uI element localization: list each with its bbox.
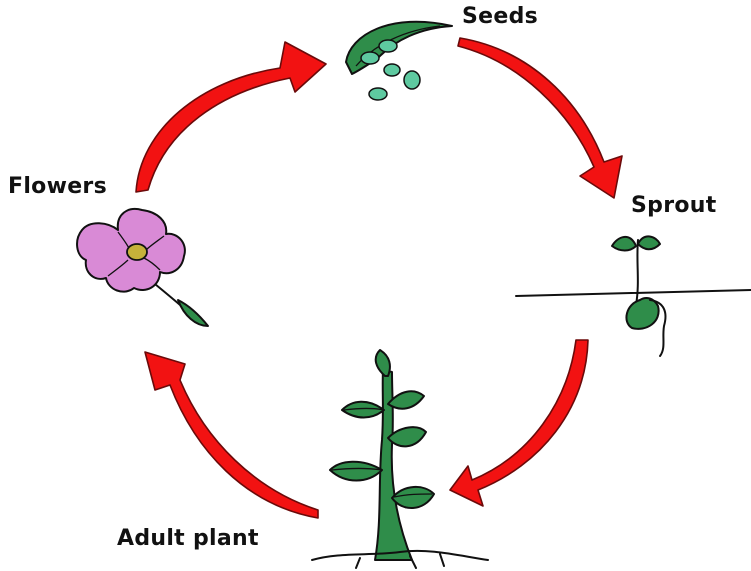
seed-pod-illustration (346, 22, 452, 100)
seed (384, 64, 400, 76)
plant-leaf (330, 462, 382, 481)
plant-leaf (392, 487, 434, 508)
sprout-seed (626, 298, 658, 329)
label-seeds: Seeds (462, 4, 538, 29)
label-sprout: Sprout (631, 193, 717, 218)
sprout-illustration (516, 236, 751, 356)
seed (404, 71, 420, 89)
plant-leaf (388, 391, 424, 408)
flower-illustration (77, 209, 208, 326)
label-adult-plant: Adult plant (117, 526, 259, 551)
seed (369, 88, 387, 100)
soil-line (516, 290, 751, 296)
adult-plant-illustration (312, 350, 488, 568)
arrow-seeds-to-sprout (458, 38, 622, 198)
arrow-sprout-to-adult (450, 340, 588, 506)
sprout-leaf (612, 237, 636, 251)
seed (361, 52, 379, 64)
arrow-flowers-to-seeds (136, 42, 326, 192)
plant-leaf (376, 350, 390, 376)
arrow-adult-to-flowers (145, 352, 318, 518)
flower-center (127, 244, 147, 260)
flower-leaf (178, 300, 208, 326)
label-flowers: Flowers (8, 174, 107, 199)
plant-leaf (388, 427, 426, 446)
sprout-leaf (638, 236, 660, 249)
seed (379, 40, 397, 52)
